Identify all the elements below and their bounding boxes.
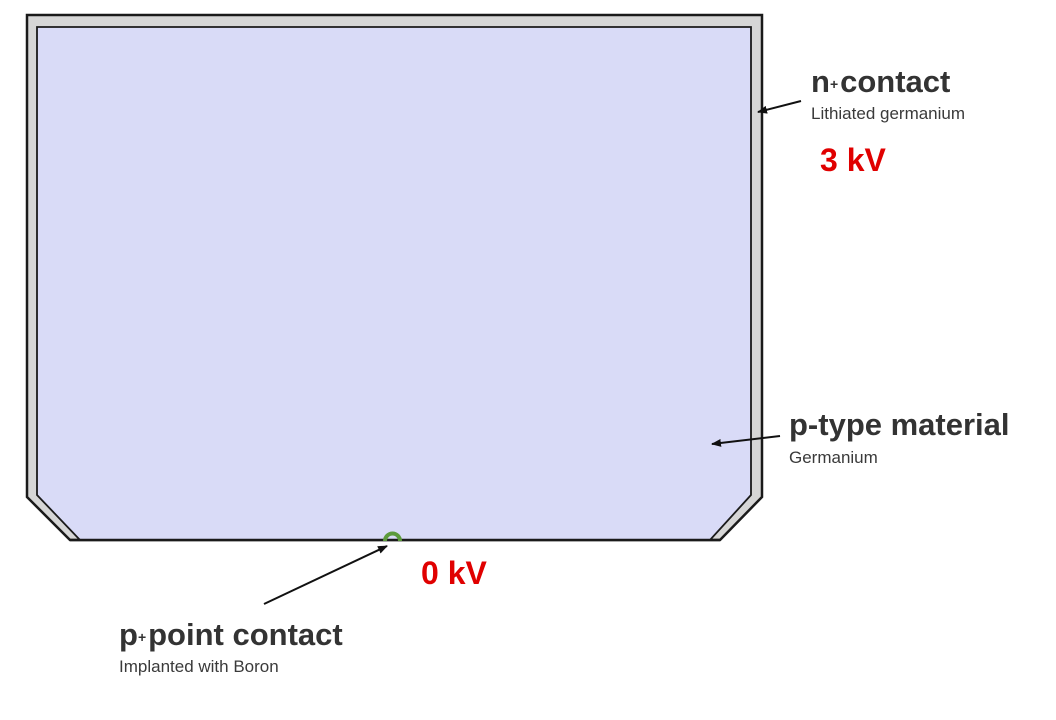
p-type-arrow bbox=[711, 435, 781, 447]
p-contact-superscript: + bbox=[137, 629, 147, 645]
point-contact bbox=[383, 531, 402, 542]
p-contact-subtitle: Implanted with Boron bbox=[119, 657, 279, 676]
p-contact-title: p+point contact bbox=[119, 618, 343, 652]
n-contact-title: n+contact bbox=[811, 65, 950, 99]
p-type-subtitle: Germanium bbox=[789, 448, 878, 467]
p-type-title: p-type material bbox=[789, 407, 1010, 442]
p-contact-arrow bbox=[263, 545, 388, 605]
p-contact-base: p bbox=[119, 617, 138, 652]
p-contact-voltage: 0 kV bbox=[421, 555, 487, 591]
n-contact-voltage: 3 kV bbox=[820, 142, 886, 178]
n-contact-rest: contact bbox=[840, 64, 951, 99]
n-contact-superscript: + bbox=[829, 76, 839, 92]
p-contact-rest: point contact bbox=[148, 617, 343, 652]
n-contact-base: n bbox=[811, 64, 830, 99]
n-contact-arrow bbox=[757, 100, 802, 114]
n-contact-subtitle: Lithiated germanium bbox=[811, 104, 966, 123]
p-type-body bbox=[36, 26, 752, 541]
